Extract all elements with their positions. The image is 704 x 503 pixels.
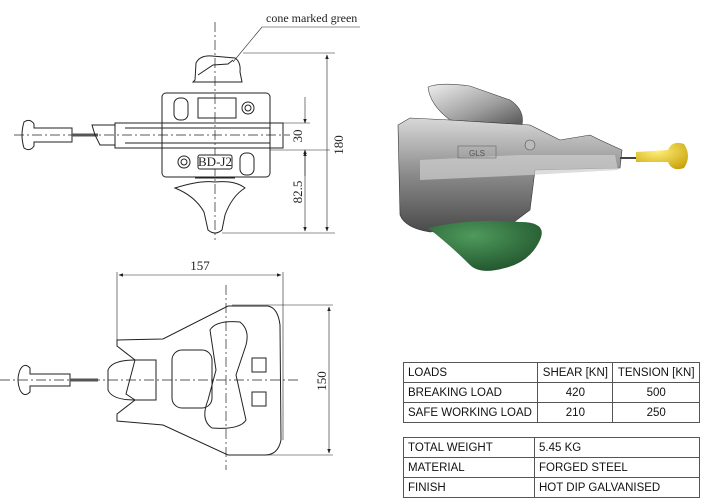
- logo-text: GLS: [469, 149, 485, 158]
- dim-cone-height: 82.5: [290, 181, 305, 204]
- release-bar: [114, 122, 284, 149]
- row-label: TOTAL WEIGHT: [403, 437, 535, 458]
- lower-cone: [173, 181, 246, 234]
- properties-table: TOTAL WEIGHT 5.45 KG MATERIAL FORGED STE…: [403, 437, 700, 498]
- loads-table: LOADS SHEAR [KN] TENSION [KN] BREAKING L…: [402, 362, 700, 423]
- header-shear: SHEAR [KN]: [537, 362, 614, 383]
- dim-depth: 150: [314, 371, 329, 391]
- table-row: MATERIAL FORGED STEEL: [403, 457, 700, 478]
- header-tension: TENSION [KN]: [612, 362, 700, 383]
- green-cone: [428, 220, 542, 271]
- table-row: TOTAL WEIGHT 5.45 KG: [403, 437, 700, 458]
- shear-value: 210: [537, 402, 614, 423]
- base-plate: [116, 305, 282, 456]
- row-value: FORGED STEEL: [534, 457, 700, 478]
- table-row: BREAKING LOAD 420 500: [402, 382, 700, 403]
- yellow-handle: [636, 142, 688, 170]
- lock-body: [161, 92, 271, 178]
- twist-head: [204, 321, 248, 429]
- plan-handle: [17, 364, 71, 396]
- row-value: HOT DIP GALVANISED: [534, 477, 700, 498]
- table-row: SAFE WORKING LOAD 210 250: [402, 402, 700, 423]
- row-label: BREAKING LOAD: [402, 382, 539, 403]
- tension-value: 250: [612, 402, 700, 423]
- dim-overall-height: 180: [331, 135, 346, 155]
- table-header-row: LOADS SHEAR [KN] TENSION [KN]: [402, 362, 700, 383]
- cable-housing: [107, 359, 157, 401]
- tension-value: 500: [612, 382, 700, 403]
- row-label: MATERIAL: [403, 457, 535, 478]
- cone-annotation: cone marked green: [266, 11, 358, 25]
- front-elevation-view: [14, 22, 360, 240]
- row-label: FINISH: [403, 477, 535, 498]
- row-label: SAFE WORKING LOAD: [402, 402, 539, 423]
- dim-width: 157: [190, 258, 210, 273]
- part-label: BD-J2: [198, 154, 232, 169]
- handle: [21, 119, 73, 151]
- header-loads: LOADS: [402, 362, 539, 383]
- row-value: 5.45 KG: [534, 437, 700, 458]
- shear-value: 420: [537, 382, 614, 403]
- upper-cone: [191, 55, 243, 83]
- dim-bar-height: 30: [290, 130, 305, 143]
- table-row: FINISH HOT DIP GALVANISED: [403, 477, 700, 498]
- plan-view: [0, 272, 333, 470]
- product-render: [397, 83, 688, 271]
